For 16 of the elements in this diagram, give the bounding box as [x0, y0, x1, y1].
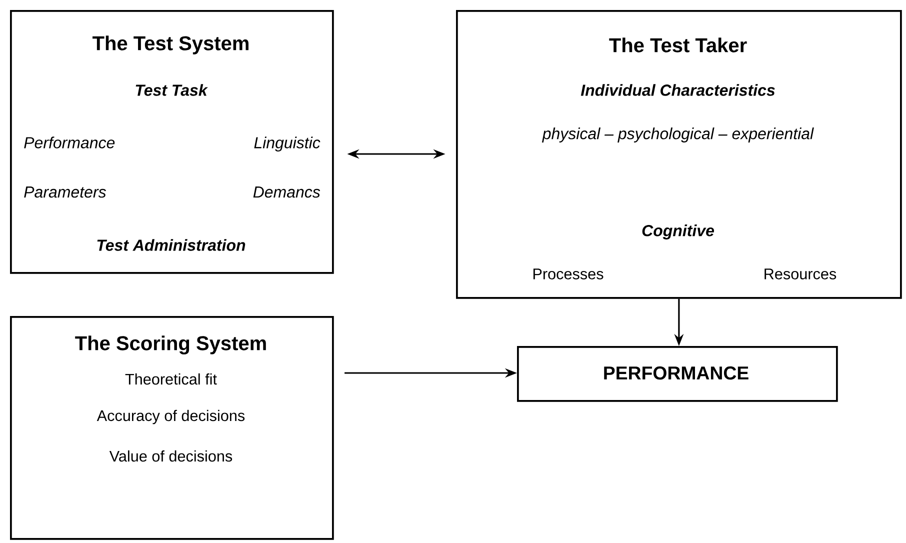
- section-heading: Individual Characteristics: [580, 84, 775, 96]
- item-text: Value of decisions: [109, 450, 232, 462]
- item-text: Processes: [533, 268, 604, 280]
- item-text: Resources: [764, 268, 836, 280]
- item-text: Accuracy of decisions: [96, 410, 245, 424]
- box-label: PERFORMANCE: [604, 366, 748, 380]
- section-heading: Test Administration: [97, 239, 246, 251]
- box-heading: The Test Taker: [609, 38, 747, 52]
- section-heading: Cognitive: [642, 224, 714, 240]
- item-text: Performance Parameters: [24, 136, 115, 198]
- item-text: physical – psychological – experiential: [542, 128, 814, 142]
- item-text: Linguistic Demancs: [253, 136, 320, 198]
- box-heading: The Test System: [92, 36, 248, 54]
- section-heading: Test Task: [136, 84, 208, 96]
- item-text: Theoretical fit: [125, 373, 217, 385]
- box-heading: The Scoring System: [75, 336, 266, 354]
